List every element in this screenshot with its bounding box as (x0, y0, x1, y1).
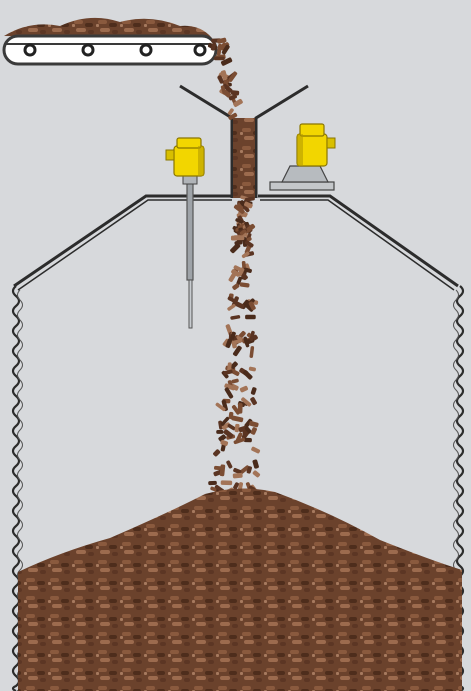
vibrating-level-switch-icon (166, 138, 204, 328)
radar-housing-cap (300, 124, 324, 136)
falling-pellet (233, 473, 243, 479)
falling-pellet (226, 460, 233, 469)
fork-probe-tube (187, 182, 193, 280)
falling-pellet (214, 57, 225, 61)
conveyor-roller-2 (83, 45, 93, 55)
falling-pellet (245, 315, 256, 320)
falling-pellet (231, 415, 244, 422)
inlet-chute-pellets (233, 118, 255, 198)
radar-housing-shade (297, 134, 303, 166)
falling-pellet (221, 480, 233, 485)
falling-pellet (239, 385, 248, 393)
falling-pellet (249, 421, 259, 428)
fork-housing-cap (177, 138, 201, 148)
falling-pellet (235, 432, 243, 444)
falling-pellet (217, 37, 227, 44)
falling-pellet (240, 282, 250, 288)
falling-pellet (220, 440, 228, 447)
falling-pellet (220, 464, 226, 476)
radar-antenna-horn (282, 166, 328, 182)
conveyor-roller-1 (25, 45, 35, 55)
radar-cable-gland (327, 138, 335, 148)
falling-pellet (250, 427, 257, 436)
falling-pellet (249, 366, 257, 371)
falling-pellet (234, 240, 242, 245)
fork-mount (183, 176, 197, 184)
fork-cable-gland (166, 150, 174, 160)
falling-pellet (249, 346, 254, 358)
falling-pellet (227, 303, 237, 311)
falling-pellet (208, 481, 217, 485)
falling-pellet (230, 315, 240, 320)
conveyor (4, 18, 216, 64)
falling-pellet (231, 378, 239, 383)
fork-housing-shade (198, 146, 204, 176)
conveyor-roller-3 (141, 45, 151, 55)
falling-pellet (252, 470, 261, 478)
falling-pellet (216, 430, 223, 434)
falling-pellet (233, 235, 244, 240)
falling-pellet (250, 387, 257, 395)
conveyor-roller-4 (195, 45, 205, 55)
fork-probe-rod (189, 280, 192, 328)
falling-pellet (252, 459, 259, 469)
radar-level-sensor-icon (270, 124, 335, 190)
falling-pellet (212, 449, 221, 458)
falling-pellet (251, 446, 261, 454)
falling-pellet (228, 271, 238, 283)
radar-flange-base (270, 182, 334, 190)
pellet-pile (18, 488, 462, 691)
